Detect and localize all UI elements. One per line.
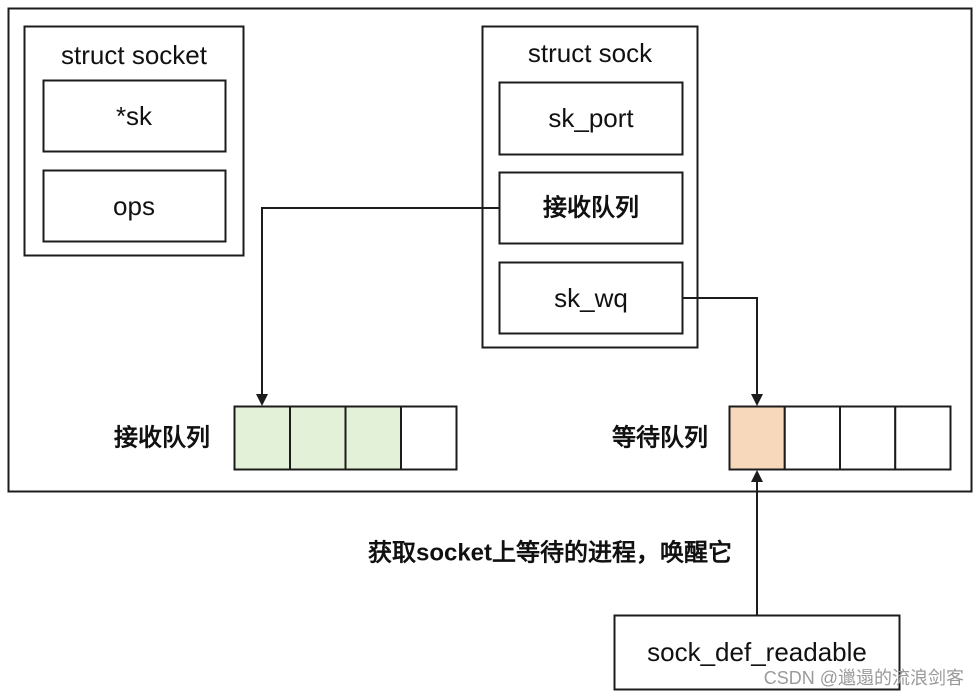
field-ops-box [42,169,227,243]
struct-sock-title: struct sock [528,38,653,68]
field-sk-wq-box [498,261,684,335]
arrow-to-receive-queue [256,207,499,406]
field-sk: *sk [116,101,153,131]
wait-queue-cell [783,405,841,471]
arrow-to-wait-queue [683,297,763,406]
wait-queue-cell [894,405,952,471]
wait-queue-cells [728,405,952,471]
watermark: CSDN @邋遢的流浪剑客 [764,668,964,688]
field-receive-queue-box [498,171,684,245]
receive-queue-cell [289,405,347,471]
receive-queue-cells [233,405,458,471]
wakeup-annotation: 获取socket上等待的进程，唤醒它 [368,539,732,567]
wait-queue-cell [728,405,786,471]
struct-socket: struct socket *sk ops [23,25,245,257]
wait-queue: 等待队列 [612,405,952,471]
receive-queue-cell [344,405,402,471]
wait-queue-label: 等待队列 [612,424,708,452]
receive-queue: 接收队列 [114,405,458,471]
field-sk-wq: sk_wq [554,283,628,313]
callback-box [613,614,901,691]
callback-label: sock_def_readable [647,637,867,667]
receive-queue-label: 接收队列 [114,425,210,452]
field-sk-box [42,79,227,153]
wait-queue-cell [839,405,897,471]
receive-queue-cell [233,405,291,471]
struct-sock: struct sock sk_port 接收队列 sk_wq [481,25,699,349]
field-receive-queue: 接收队列 [543,195,639,222]
field-ops: ops [113,191,155,221]
struct-socket-title: struct socket [61,40,208,70]
field-sk-port: sk_port [548,103,634,133]
receive-queue-cell [400,405,458,471]
field-sk-port-box [498,81,684,156]
